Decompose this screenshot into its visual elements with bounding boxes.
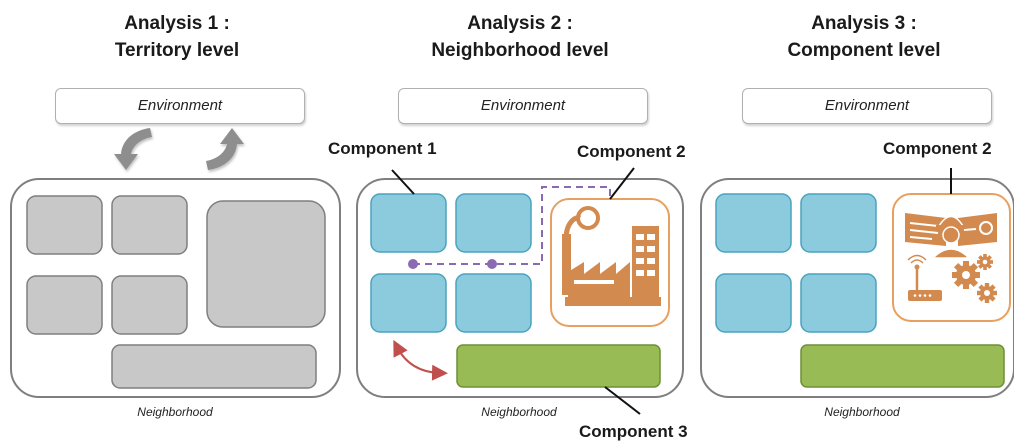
gray-block bbox=[111, 275, 188, 335]
component-2-label: Component 2 bbox=[577, 142, 686, 161]
blue-block bbox=[370, 193, 447, 253]
component-1-label: Component 1 bbox=[328, 139, 437, 158]
analysis-3-header: Analysis 3 : Component level bbox=[714, 10, 1014, 64]
analysis-3-title-line2: Component level bbox=[787, 40, 941, 61]
environment-box-2: Environment bbox=[398, 88, 648, 124]
interaction-arrow bbox=[393, 339, 448, 381]
engineer-icon bbox=[905, 213, 997, 259]
analysis-3-title-line1: Analysis 3 : bbox=[811, 13, 917, 34]
cycle-arrows-icon bbox=[114, 128, 244, 170]
analysis-1-header: Analysis 1 : Territory level bbox=[27, 10, 327, 64]
analysis-2-title-line2: Neighborhood level bbox=[431, 40, 609, 61]
component-2-leader bbox=[609, 167, 635, 200]
blue-block bbox=[715, 273, 792, 333]
component-1-leader bbox=[391, 169, 415, 195]
component-3-label: Component 3 bbox=[579, 422, 688, 441]
analysis-2-title-line1: Analysis 2 : bbox=[467, 13, 573, 34]
gray-block bbox=[206, 200, 326, 328]
component-link bbox=[408, 186, 611, 269]
green-block bbox=[456, 344, 661, 388]
analysis-1-title-line2: Territory level bbox=[114, 40, 240, 61]
router-icon bbox=[907, 254, 942, 301]
gray-block bbox=[26, 195, 103, 255]
green-block bbox=[800, 344, 1005, 388]
blue-block bbox=[800, 273, 877, 333]
analysis-1-title-line1: Analysis 1 : bbox=[124, 13, 230, 34]
blue-block bbox=[455, 273, 532, 333]
neighborhood-label-3: Neighborhood bbox=[824, 405, 900, 419]
blue-block bbox=[715, 193, 792, 253]
environment-box-3: Environment bbox=[742, 88, 992, 124]
blue-block bbox=[455, 193, 532, 253]
gray-block bbox=[111, 344, 317, 389]
gears-icon bbox=[952, 254, 997, 303]
component-3-leader bbox=[604, 386, 641, 415]
gray-block bbox=[26, 275, 103, 335]
blue-block bbox=[370, 273, 447, 333]
analysis-2-header: Analysis 2 : Neighborhood level bbox=[370, 10, 670, 64]
environment-box-1: Environment bbox=[55, 88, 305, 124]
neighborhood-label-1: Neighborhood bbox=[137, 405, 213, 419]
gray-block bbox=[111, 195, 188, 255]
component-2-label-panel-3: Component 2 bbox=[883, 139, 992, 158]
neighborhood-label-2: Neighborhood bbox=[481, 405, 557, 419]
factory-icon bbox=[562, 206, 661, 306]
blue-block bbox=[800, 193, 877, 253]
